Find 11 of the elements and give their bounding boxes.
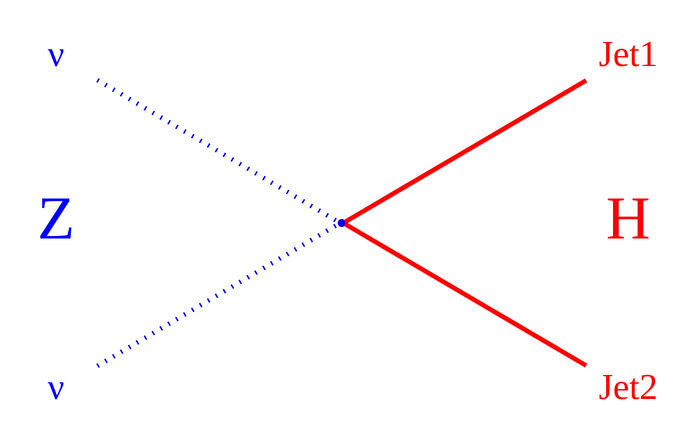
- label: Z: [37, 184, 75, 252]
- node-text: Jet1: [598, 32, 658, 74]
- connector: [96, 78, 340, 224]
- connector: [344, 222, 588, 368]
- node-text: Jet2: [598, 365, 658, 406]
- node-text: ν: [48, 365, 64, 406]
- label: H: [606, 184, 650, 252]
- node-text: ν: [48, 32, 64, 74]
- connector: [96, 222, 340, 368]
- node-point: [338, 218, 346, 227]
- connector: [344, 78, 588, 224]
